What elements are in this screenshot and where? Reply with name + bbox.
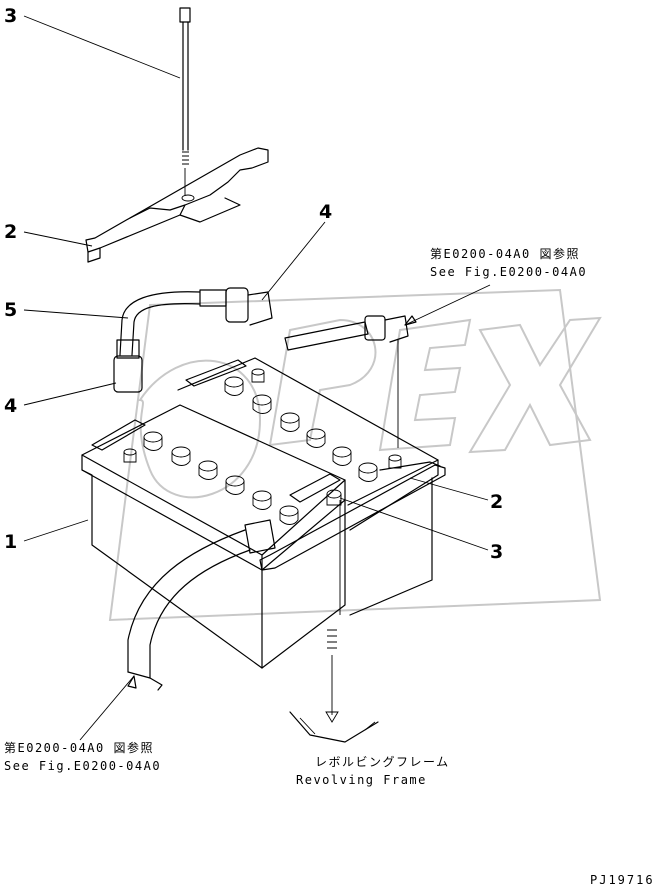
callout-2-top: 2: [4, 221, 17, 243]
callout-5: 5: [4, 299, 17, 321]
hold-down-bracket-bottom: [259, 461, 446, 615]
callout-4-left: 4: [4, 395, 17, 417]
top-bolt: [179, 7, 191, 196]
frame-bolt: [325, 629, 339, 723]
reference-upper-jp: 第E0200-04A0 図参照: [430, 246, 580, 261]
callout-3-top: 3: [4, 5, 17, 27]
callout-1: 1: [4, 531, 17, 553]
terminal-cable-right: [284, 315, 409, 448]
reference-lower-en: See Fig.E0200-04A0: [4, 759, 161, 773]
leader-lines: [23, 15, 491, 741]
reference-upper-en: See Fig.E0200-04A0: [430, 265, 587, 279]
bottom-cable: [127, 519, 276, 691]
callout-4-top: 4: [319, 201, 332, 223]
drawing-code: PJ19716: [590, 873, 655, 887]
hold-down-bracket-top: [85, 147, 269, 263]
frame-label-jp: レボルビングフレーム: [315, 755, 450, 769]
battery-rear: [177, 357, 439, 616]
battery-cable: [113, 287, 273, 393]
callout-2-right: 2: [490, 491, 503, 513]
frame-label-en: Revolving Frame: [296, 773, 427, 787]
watermark-logo: [108, 288, 602, 622]
callout-3-right: 3: [490, 541, 503, 563]
reference-lower-jp: 第E0200-04A0 図参照: [4, 740, 154, 755]
revolving-frame-symbol: [289, 711, 379, 743]
